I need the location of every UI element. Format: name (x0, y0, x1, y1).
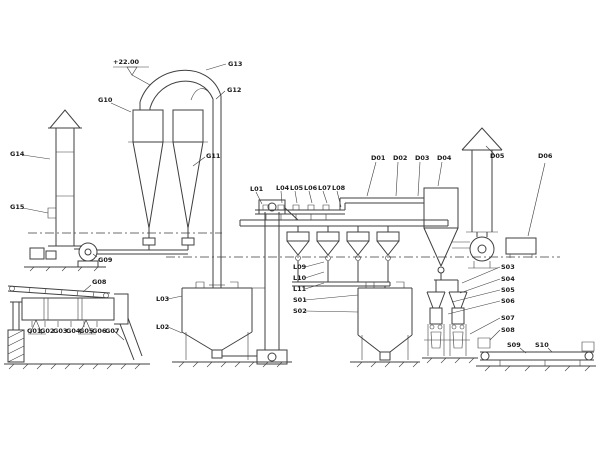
auxiliary-pump-set (24, 247, 106, 272)
label-l01: L01 (250, 185, 264, 193)
riser-duct (139, 70, 225, 288)
storage-hopper-2 (357, 281, 413, 361)
transfer-pipe (339, 197, 424, 210)
exhaust-stack-right (461, 127, 503, 233)
label-l09: L09 (293, 263, 307, 271)
label-s08: S08 (501, 326, 515, 334)
label-s10: S10 (535, 341, 549, 349)
belt-conveyor (480, 341, 595, 366)
label-l05: L05 (290, 184, 304, 192)
label-g06: G06 (92, 327, 107, 335)
datum-centerlines (28, 232, 560, 258)
label-s07: S07 (501, 314, 515, 322)
label-l07: L07 (318, 184, 331, 192)
exhaust-fan (468, 232, 498, 269)
label-l04: L04 (276, 184, 290, 192)
product-cyclone (423, 187, 470, 292)
label-d06: D06 (538, 152, 553, 160)
cyclone-separator-group (97, 109, 208, 255)
label-leader-lines (22, 63, 553, 354)
label-s09: S09 (507, 341, 521, 349)
storage-hopper-1 (181, 281, 265, 360)
label-s03: S03 (501, 263, 515, 271)
label-s01: S01 (293, 296, 307, 304)
label-g05: G05 (79, 327, 94, 335)
label-d02: D02 (393, 154, 407, 162)
label-elevation: +22.00 (113, 58, 139, 66)
label-l11: L11 (293, 285, 307, 293)
label-l06: L06 (304, 184, 318, 192)
rotary-dryer (7, 285, 143, 363)
label-s05: S05 (501, 286, 515, 294)
label-s06: S06 (501, 297, 515, 305)
label-g10: G10 (98, 96, 113, 104)
label-s04: S04 (501, 275, 515, 283)
ground-lines (4, 357, 596, 372)
label-l03: L03 (156, 295, 169, 303)
label-l10: L10 (293, 274, 307, 282)
elevation-marker (113, 66, 151, 86)
label-g08: G08 (92, 278, 107, 286)
label-g14: G14 (10, 150, 25, 158)
label-g03: G03 (53, 327, 67, 335)
packing-machines (424, 291, 491, 356)
distribution-manifold (255, 204, 345, 220)
label-d05: D05 (490, 152, 505, 160)
induced-draft-fan (77, 242, 99, 268)
label-d03: D03 (415, 154, 429, 162)
label-g12: G12 (227, 86, 241, 94)
label-g07: G07 (105, 327, 119, 335)
label-l08: L08 (332, 184, 346, 192)
label-d01: D01 (371, 154, 386, 162)
label-g13: G13 (228, 60, 242, 68)
label-g09: G09 (98, 256, 113, 264)
label-l02: L02 (156, 323, 169, 331)
silencer-box (505, 237, 537, 258)
label-g11: G11 (206, 152, 221, 160)
label-s02: S02 (293, 307, 307, 315)
exhaust-stack-left (47, 109, 82, 250)
label-g01: G01 (27, 327, 42, 335)
label-g15: G15 (10, 203, 25, 211)
labels: +22.00 G13 G12 G10 G11 G14 G15 G09 G08 G… (10, 58, 553, 349)
label-g02: G02 (40, 327, 54, 335)
feeder-cyclones (286, 226, 400, 288)
label-g04: G04 (66, 327, 81, 335)
screw-conveyor-top (239, 219, 449, 227)
label-d04: D04 (437, 154, 452, 162)
